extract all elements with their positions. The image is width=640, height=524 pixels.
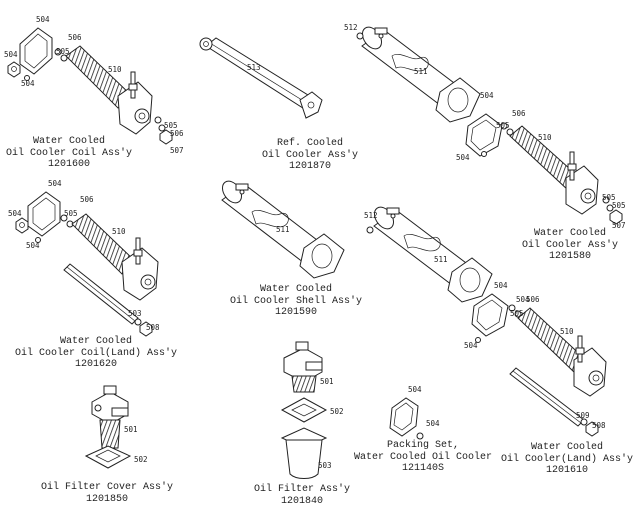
callout: 504 <box>4 50 18 59</box>
drawing-a1 <box>7 27 173 145</box>
caption-line-1: Water Cooled <box>530 442 603 453</box>
caption-line-1: Water Cooled <box>533 228 606 239</box>
part-number: 1201600 <box>47 159 90 170</box>
callout: 504 <box>36 15 50 24</box>
caption-a8: Oil Filter Cover Ass'y 1201850 <box>32 482 182 505</box>
caption-line-2: Oil Cooler Ass'y <box>521 239 618 251</box>
part-number: 1201840 <box>280 495 323 507</box>
caption-line-1: Water Cooled <box>259 284 332 295</box>
drawing-a9 <box>280 341 328 479</box>
callout: 504 <box>464 341 478 350</box>
caption-line-1: Oil Filter Cover Ass'y <box>40 482 174 493</box>
callout: 505 <box>496 121 510 130</box>
callout: 503 <box>318 461 332 470</box>
callout: 505 <box>602 193 616 202</box>
callout: 510 <box>538 133 552 142</box>
caption-line-2: Water Cooled Oil Cooler <box>353 451 493 463</box>
callout: 505 <box>510 309 524 318</box>
callout: 505 <box>612 201 626 210</box>
filter-bowl-icon <box>285 439 323 479</box>
callout: 502 <box>330 407 344 416</box>
caption-a9: Oil Filter Ass'y 1201840 <box>242 484 362 507</box>
drawing-a3 <box>356 26 623 225</box>
callout: 504 <box>480 91 494 100</box>
drawing-a5 <box>221 180 345 279</box>
callout: 504 <box>494 281 508 290</box>
drawing-a4 <box>15 191 159 337</box>
caption-line-2: Oil Cooler Coil Ass'y <box>5 147 133 159</box>
caption-line-1: Ref. Cooled <box>276 138 343 149</box>
callout: 505 <box>164 121 178 130</box>
callout: 511 <box>434 255 448 264</box>
caption-line-2: Oil Cooler Ass'y <box>261 149 358 161</box>
drawing-a6 <box>366 206 607 437</box>
callout: 504 <box>8 209 22 218</box>
callout: 505 <box>56 47 70 56</box>
callout: 502 <box>134 455 148 464</box>
callout: 504 <box>21 79 35 88</box>
caption-a4: Water Cooled Oil Cooler Coil(Land) Ass'y… <box>8 336 184 371</box>
caption-a2: Ref. Cooled Oil Cooler Ass'y 1201870 <box>240 138 380 173</box>
caption-line-2: Oil Cooler Shell Ass'y <box>229 295 363 307</box>
drawing-a7 <box>389 397 424 440</box>
gasket-icon <box>19 27 53 75</box>
callout: 507 <box>612 221 626 230</box>
callout: 510 <box>112 227 126 236</box>
caption-a7: Packing Set, Water Cooled Oil Cooler 121… <box>350 440 496 475</box>
callout: 511 <box>414 67 428 76</box>
callout: 506 <box>68 33 82 42</box>
caption-line-1: Water Cooled <box>59 336 132 347</box>
callout: 505 <box>64 209 78 218</box>
callout: 507 <box>170 146 184 155</box>
nut-icon <box>7 61 21 78</box>
callout: 506 <box>170 129 184 138</box>
part-number: 1201870 <box>288 161 331 172</box>
part-number: 1201850 <box>85 493 128 505</box>
part-number: 1201610 <box>545 465 588 476</box>
caption-line-1: Packing Set, <box>386 440 459 451</box>
callout: 506 <box>526 295 540 304</box>
callout: 512 <box>344 23 358 32</box>
callout: 504 <box>516 295 530 304</box>
callout: 511 <box>276 225 290 234</box>
callout: 503 <box>128 309 142 318</box>
callout: 504 <box>426 419 440 428</box>
caption-line-2: Oil Cooler(Land) Ass'y <box>500 453 634 465</box>
callout: 508 <box>592 421 606 430</box>
callout: 513 <box>247 63 261 72</box>
caption-line-2: Oil Cooler Coil(Land) Ass'y <box>14 347 178 359</box>
caption-line-1: Water Cooled <box>32 136 105 147</box>
callout: 510 <box>560 327 574 336</box>
callout: 510 <box>108 65 122 74</box>
callouts: 504 504 505 506 504 510 505 506 507 513 … <box>4 15 626 470</box>
caption-line-1: Oil Filter Ass'y <box>253 484 350 495</box>
tube-icon <box>205 37 317 111</box>
caption-a6: Water Cooled Oil Cooler(Land) Ass'y 1201… <box>494 442 640 477</box>
callout: 508 <box>146 323 160 332</box>
callout: 506 <box>80 195 94 204</box>
drawing-a8 <box>84 385 132 469</box>
callout: 504 <box>48 179 62 188</box>
caption-a1: Water Cooled Oil Cooler Coil Ass'y 12016… <box>4 136 134 171</box>
part-number: 121140S <box>401 463 444 474</box>
part-number: 1201590 <box>274 307 317 318</box>
drawing-a2 <box>199 37 323 119</box>
callout: 506 <box>512 109 526 118</box>
gasket-icon <box>389 397 419 437</box>
callout: 509 <box>576 411 590 420</box>
caption-a5: Water Cooled Oil Cooler Shell Ass'y 1201… <box>218 284 374 319</box>
part-number: 1201620 <box>74 359 117 370</box>
callout: 501 <box>124 425 138 434</box>
callout: 512 <box>364 211 378 220</box>
callout: 501 <box>320 377 334 386</box>
callout: 504 <box>456 153 470 162</box>
caption-a3: Water Cooled Oil Cooler Ass'y 1201580 <box>500 228 640 263</box>
callout: 504 <box>26 241 40 250</box>
callout: 504 <box>408 385 422 394</box>
part-number: 1201580 <box>548 251 591 262</box>
